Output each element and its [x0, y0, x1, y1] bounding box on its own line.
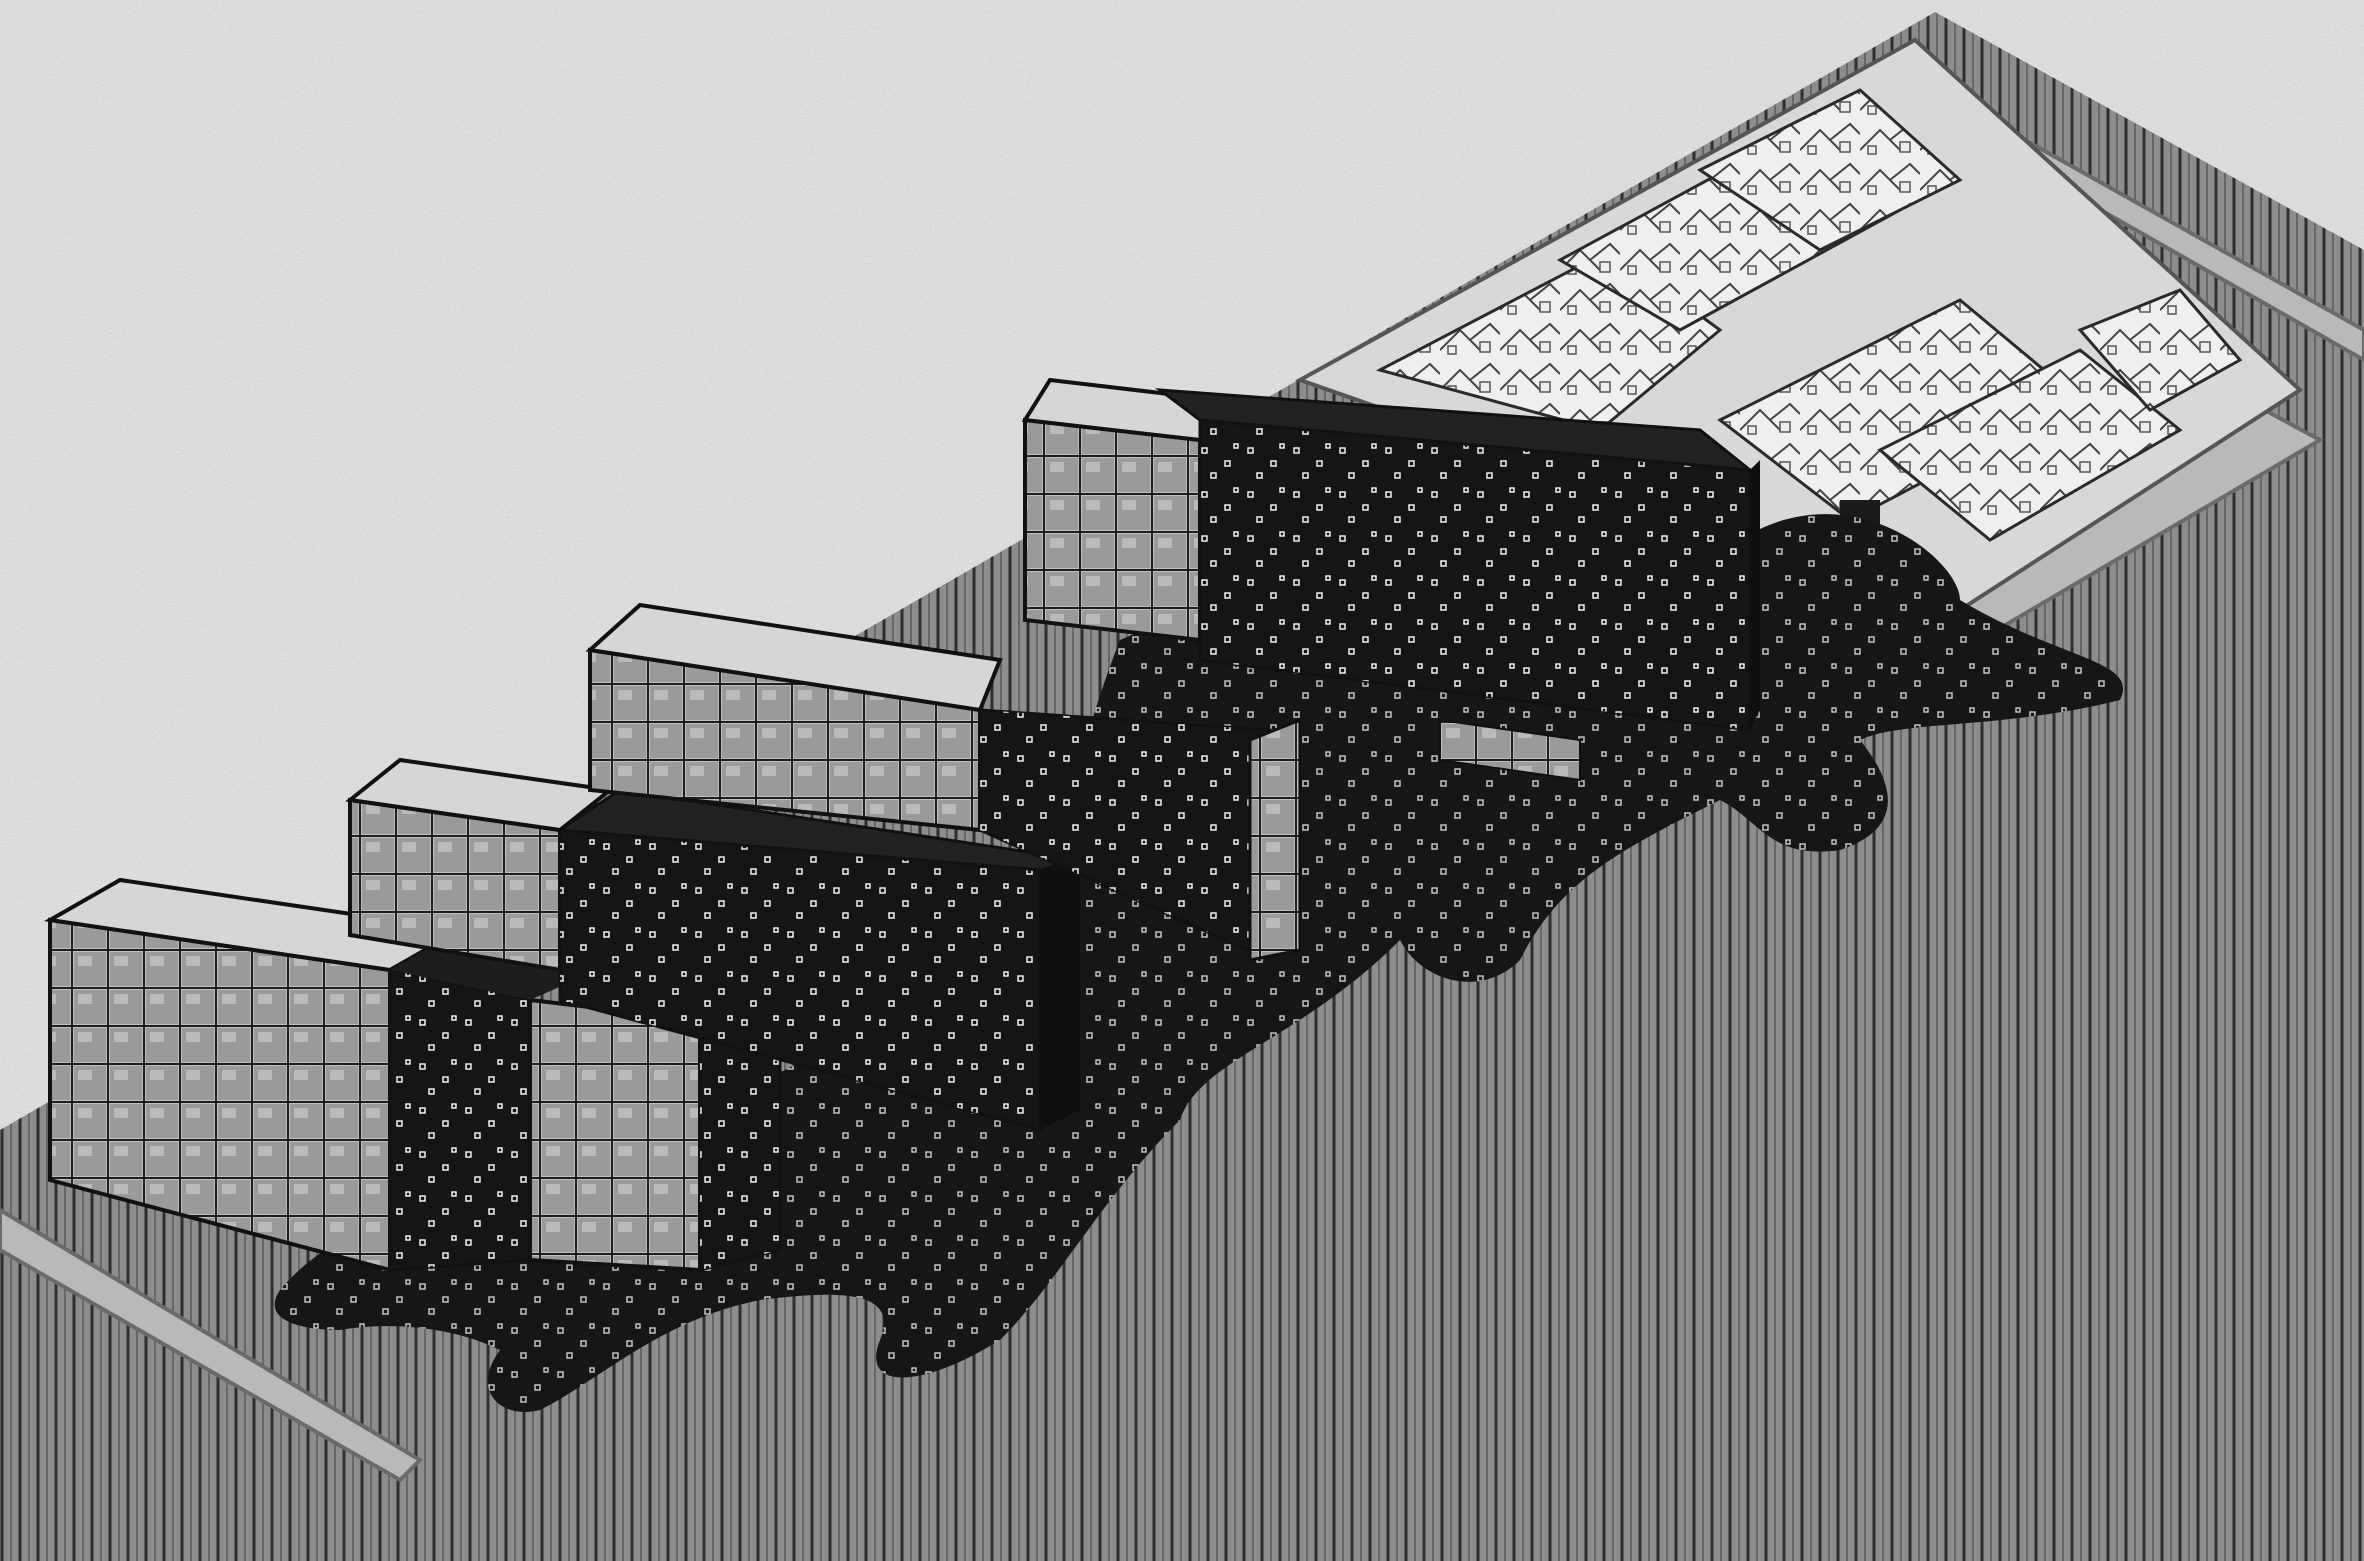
- glass-facade-building-1: [43, 877, 467, 1273]
- dark-mass-building-4: [1155, 388, 1760, 782]
- dark-mass-building-3: [978, 708, 1302, 963]
- glass-facade-building-3: [585, 602, 1003, 833]
- glass-facade-building-2: [345, 757, 615, 973]
- dark-mass-building-2: [555, 788, 1081, 1132]
- glass-facade-building-4: [1021, 377, 1224, 643]
